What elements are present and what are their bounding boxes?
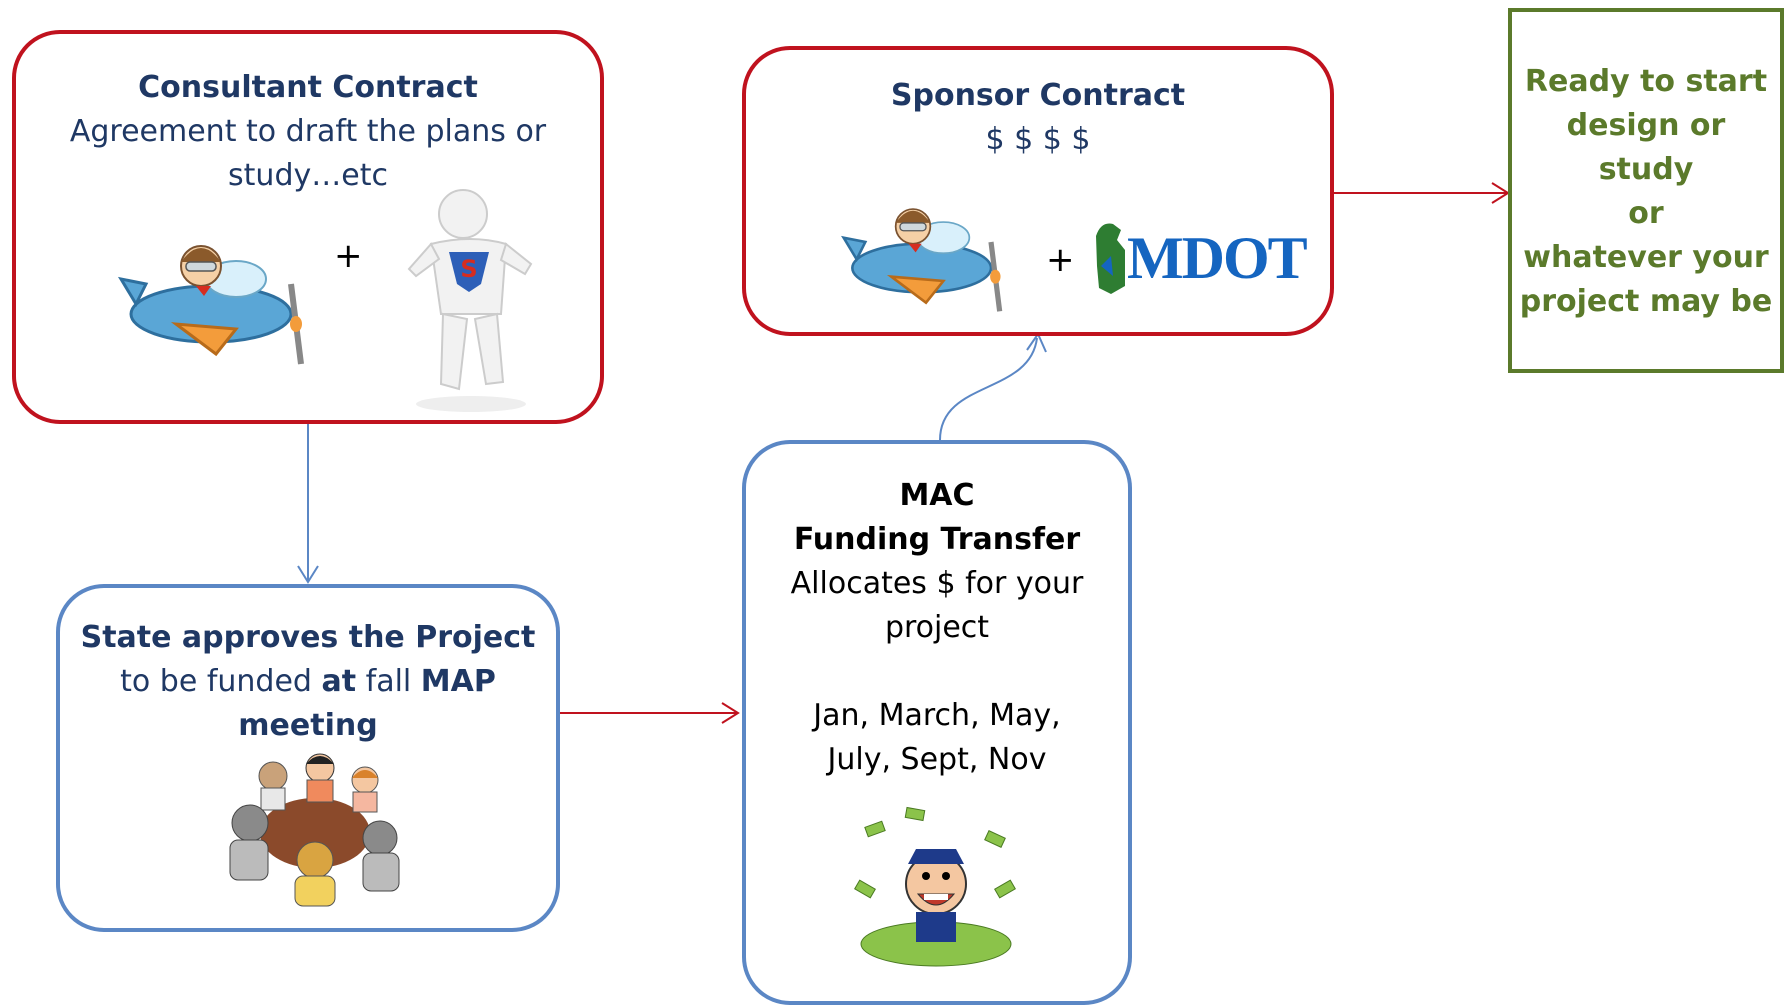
consultant-contract-title: Consultant Contract	[138, 70, 478, 105]
sponsor-plus-sign: +	[1046, 240, 1075, 280]
airplane-pilot-icon	[841, 208, 1003, 312]
ready-line-3: study	[1598, 152, 1694, 187]
state-approves-line3: meeting	[238, 708, 378, 743]
arrowhead-state-to-mac	[721, 702, 740, 724]
meeting-table-icon	[229, 753, 400, 907]
state-line2-mid: fall	[356, 664, 421, 699]
michigan-map-icon	[1096, 223, 1125, 294]
state-approves-line2: to be funded at fall MAP	[60, 660, 556, 704]
sponsor-contract-title: Sponsor Contract	[890, 78, 1186, 113]
money-pile-icon	[854, 806, 1016, 967]
state-line2-text: to be funded	[120, 664, 322, 699]
state-approves-title: State approves the Project	[80, 620, 536, 655]
mac-months-line1: Jan, March, May,	[813, 698, 1061, 733]
mac-title: MAC	[899, 478, 975, 513]
consultant-contract-line2: study…etc	[228, 158, 388, 193]
mac-funding-box: MAC Funding Transfer Allocates $ for you…	[742, 440, 1132, 1005]
ready-line-2: design or	[1566, 108, 1726, 143]
ready-to-start-box: Ready to start design or study or whatev…	[1508, 8, 1784, 373]
sponsor-money: $ $ $ $	[985, 122, 1091, 157]
mdot-logo-text: MDOT	[1127, 225, 1308, 291]
mac-line2: project	[884, 610, 990, 645]
ready-line-5: whatever your	[1523, 240, 1769, 275]
arrow-mac-to-sponsor	[939, 337, 1038, 441]
sponsor-contract-box: Sponsor Contract $ $ $ $ + MDOT	[742, 46, 1334, 336]
mac-spacer	[746, 650, 1128, 694]
ready-line-6: project may be	[1519, 284, 1773, 319]
ready-line-4: or	[1628, 196, 1664, 231]
consultant-contract-line1: Agreement to draft the plans or	[69, 114, 547, 149]
superhero-figure-icon: S	[407, 189, 533, 412]
airplane-pilot-icon	[117, 245, 304, 365]
state-line2-map: MAP	[420, 664, 496, 699]
state-line2-at: at	[321, 664, 357, 699]
mac-months-line2: July, Sept, Nov	[827, 742, 1047, 777]
mac-line1: Allocates $ for your	[790, 566, 1084, 601]
state-approves-box: State approves the Project to be funded …	[56, 584, 560, 932]
consultant-contract-box: Consultant Contract Agreement to draft t…	[12, 30, 604, 424]
svg-text:S: S	[460, 255, 477, 283]
arrowhead-consultant-to-state	[297, 565, 319, 584]
mac-subtitle: Funding Transfer	[793, 522, 1081, 557]
ready-line-1: Ready to start	[1524, 64, 1768, 99]
consultant-plus-sign: +	[334, 236, 363, 276]
mdot-logo: MDOT	[1091, 216, 1308, 296]
